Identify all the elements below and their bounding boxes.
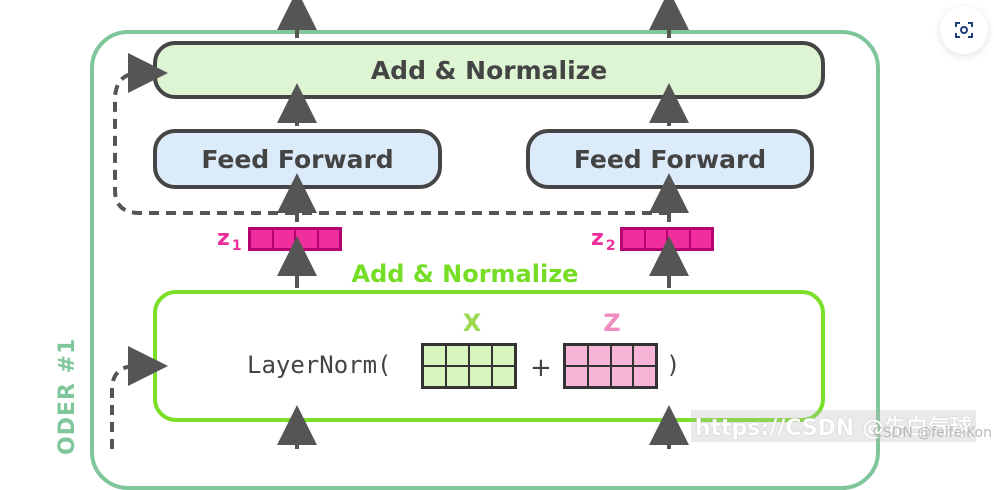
camera-lens-icon [955,22,973,38]
top-add-normalize-label: Add & Normalize [370,55,608,85]
x-label: X [462,309,482,337]
watermark: https://CSDN @先白气球 [690,410,976,442]
z1-letter: z [217,226,230,251]
residual-dashed-arrow-bottom [110,346,168,449]
residual-dashed-arrow-top [113,53,669,215]
feed-forward-label-1: Feed Forward [201,144,394,174]
closing-paren: ) [666,351,681,379]
camera-lens-button[interactable] [940,6,988,54]
watermark-sub: CSDN @feifeiKon [872,425,992,441]
top-add-normalize-box: Add & Normalize [153,41,825,99]
z-label: Z [603,309,621,337]
middle-add-normalize-title: Add & Normalize [351,260,579,288]
z2-letter: z [591,226,604,251]
z-matrix [563,343,658,389]
feed-forward-box-2: Feed Forward [526,129,814,189]
z2-subscript: 2 [605,238,616,255]
x-matrix [421,343,517,389]
plus-sign: + [530,353,552,383]
feed-forward-label-2: Feed Forward [573,144,767,174]
z1-subscript: 1 [231,238,242,255]
layernorm-text: LayerNorm( [247,351,392,379]
arrows-layer [110,0,689,449]
